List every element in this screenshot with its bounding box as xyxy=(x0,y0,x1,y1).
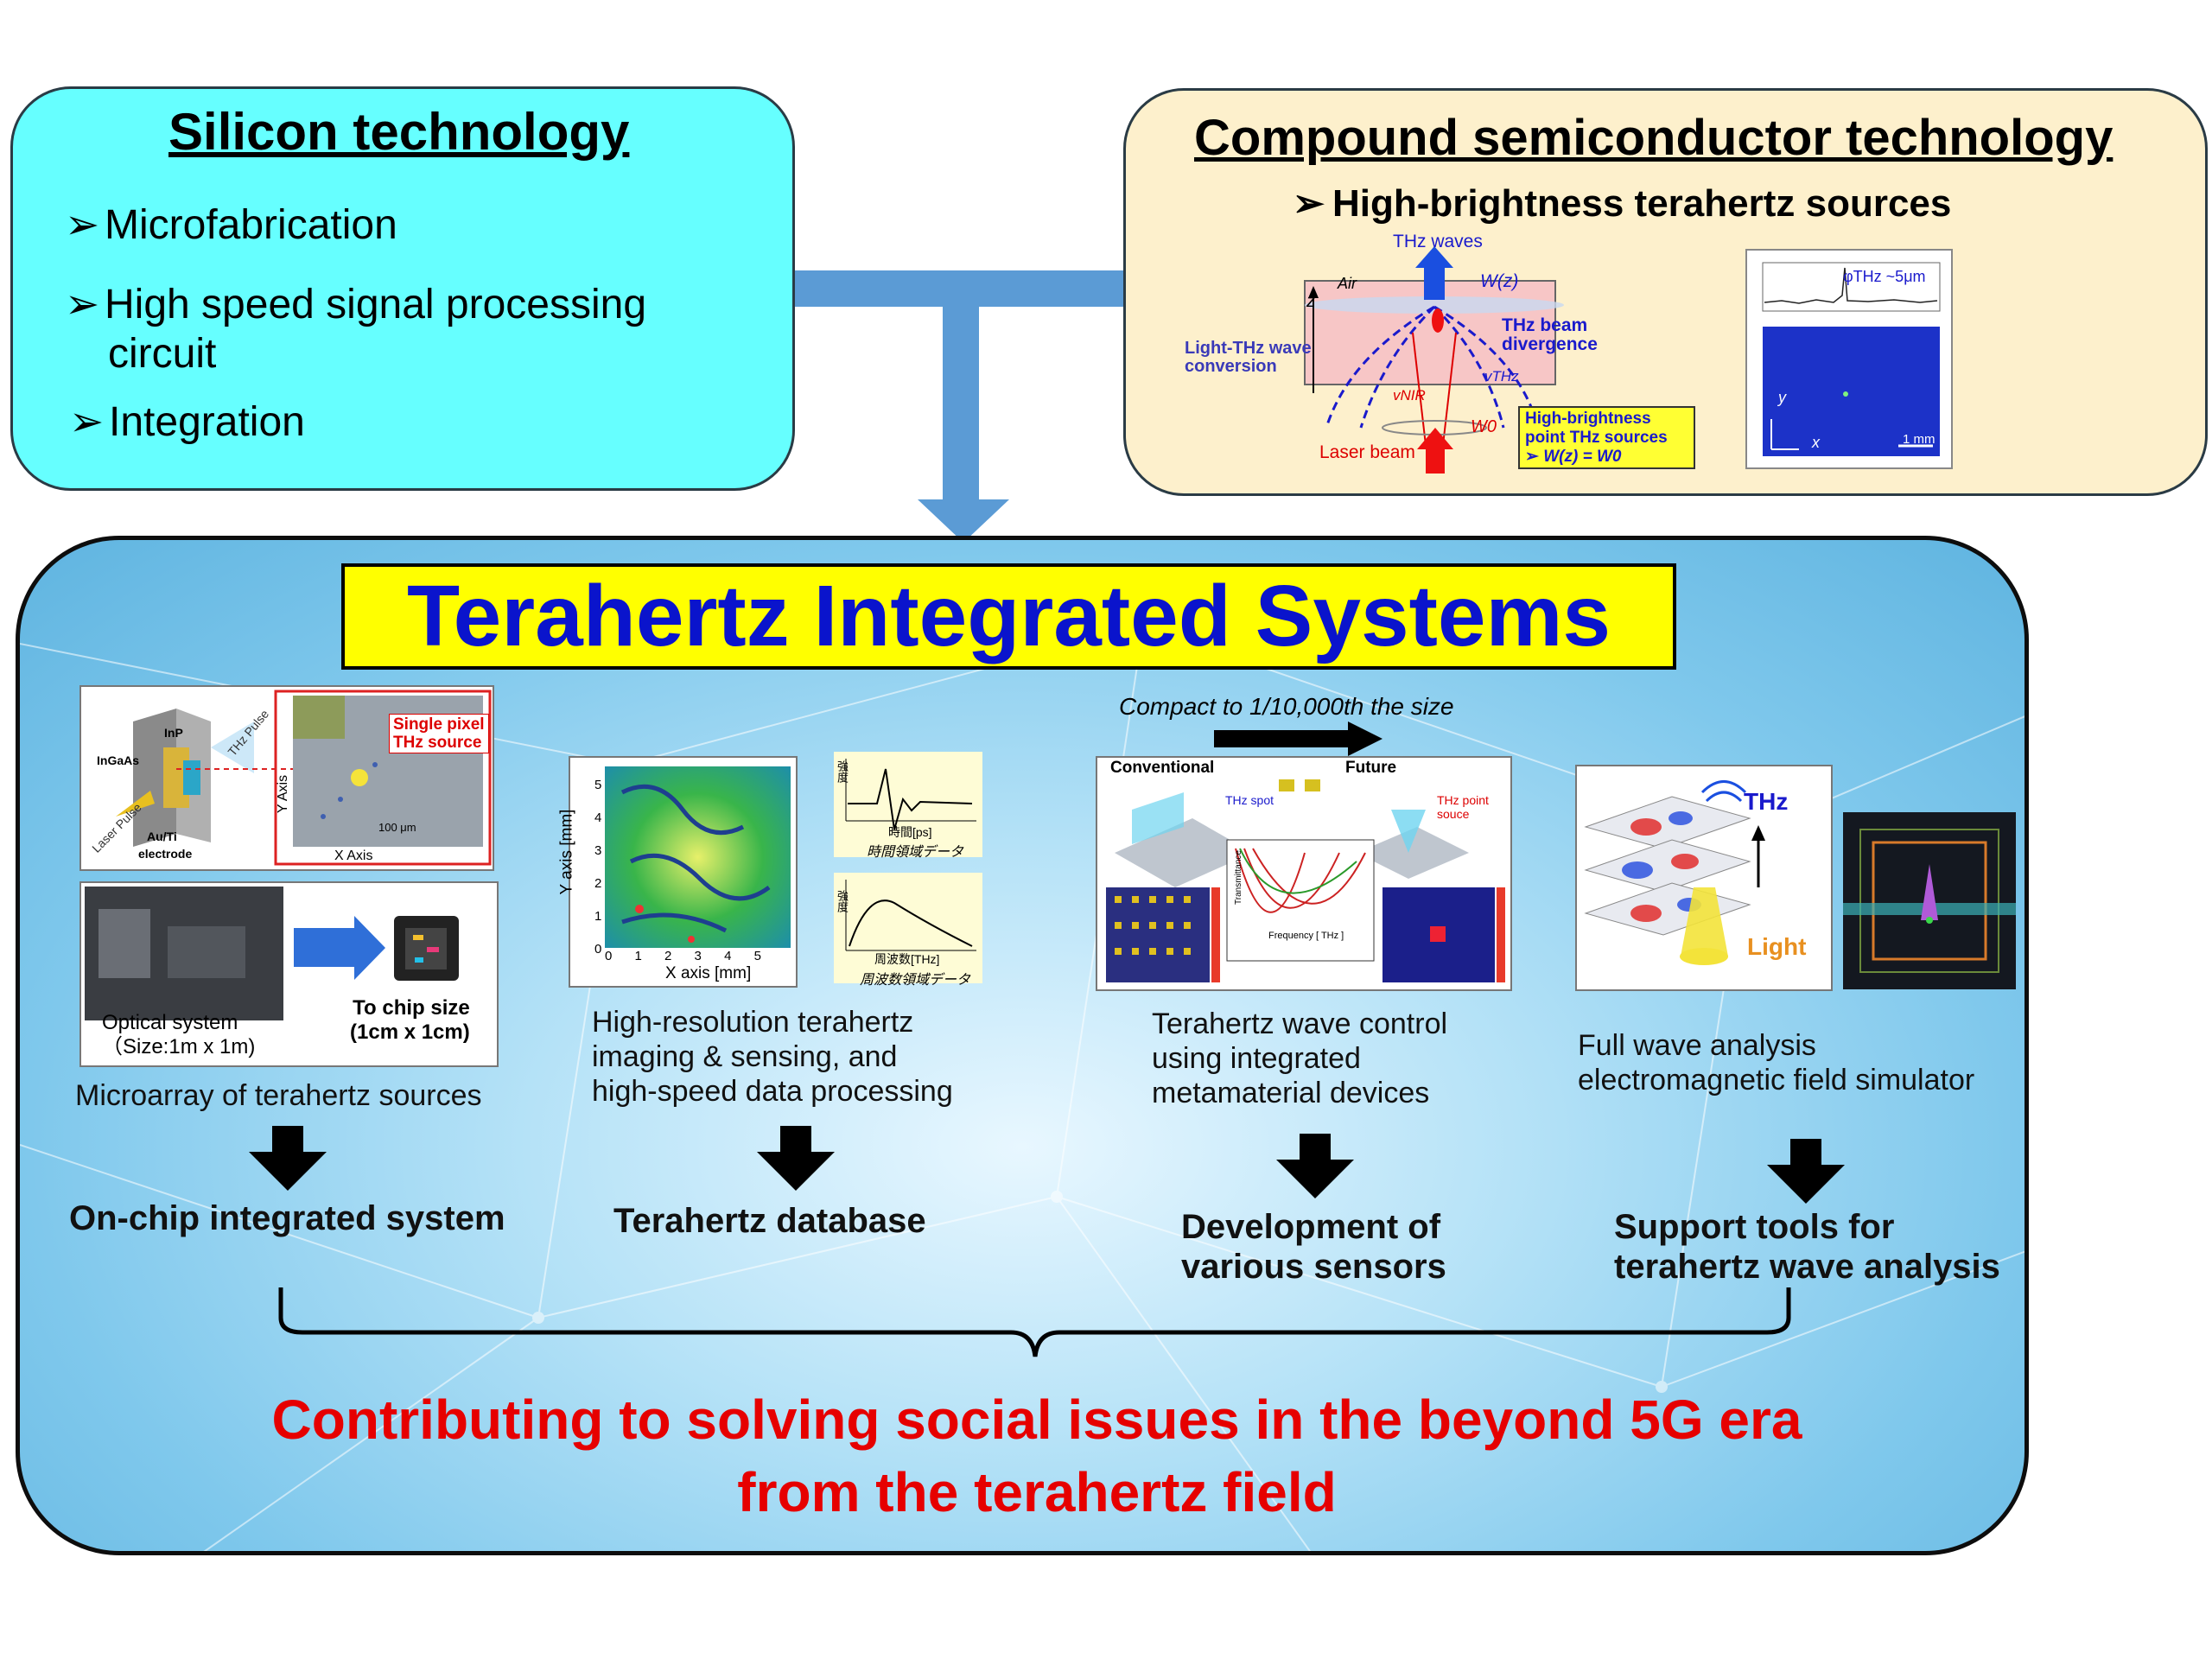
result-on-chip: On-chip integrated system xyxy=(69,1199,505,1237)
label-future: Future xyxy=(1345,759,1397,777)
optical-system-to-chip xyxy=(85,887,459,1020)
conclusion-line-2: from the terahertz field xyxy=(737,1461,1337,1523)
label-thz: THz xyxy=(1744,788,1789,815)
label-x-axis-mm: X axis [mm] xyxy=(665,964,752,982)
arrow-bullet-icon: ➢ xyxy=(69,399,105,445)
label-to-chip-size: To chip size(1cm x 1cm) xyxy=(350,996,470,1044)
optical-system-figure xyxy=(79,881,499,1067)
bullet-signal-processing-cont: circuit xyxy=(108,331,217,377)
silicon-title: Silicon technology xyxy=(168,103,630,161)
label-frequency-axis: Frequency [ THz ] xyxy=(1268,931,1344,941)
caption-microarray: Microarray of terahertz sources xyxy=(75,1079,482,1112)
compact-arrow xyxy=(1214,721,1382,756)
simulation-grid-figure xyxy=(1843,812,2016,989)
label-freq-domain: 周波数領域データ xyxy=(860,973,971,988)
label-z: z xyxy=(1306,292,1315,311)
bullet-high-brightness: ➢High-brightness terahertz sources xyxy=(1293,182,1952,225)
label-wz: W(z) xyxy=(1480,271,1519,291)
thz-spot-measurement xyxy=(1745,249,1953,469)
x-ticks: 0 1 2 3 4 5 xyxy=(605,949,761,963)
label-w0: W0 xyxy=(1471,417,1497,436)
label-light: Light xyxy=(1747,933,1807,960)
high-brightness-label-box: High-brightness point THz sources ➢ W(z)… xyxy=(1518,406,1695,469)
arrow-bullet-icon: ➢ xyxy=(65,202,100,248)
thz-source-diagram xyxy=(1304,246,1564,474)
single-pixel-figure xyxy=(79,685,494,871)
label-optical-system: Optical system（Size:1m x 1m) xyxy=(102,1011,256,1058)
em-field-layers xyxy=(1584,780,1765,965)
label-time-axis: 時間[ps] xyxy=(888,825,932,839)
compound-title: Compound semiconductor technology xyxy=(1194,110,2113,166)
result-database: Terahertz database xyxy=(613,1202,926,1240)
imaging-heatmap xyxy=(605,766,791,948)
label-spot-size: φTHz ~5μm xyxy=(1843,268,1926,285)
label-thz-spot: THz spot xyxy=(1225,793,1274,807)
label-x-axis: X Axis xyxy=(334,849,373,863)
arrow-bullet-icon: ➢ xyxy=(65,282,100,327)
label-y-axis: Y Axis xyxy=(276,774,291,814)
label-scale-100um: 100 μm xyxy=(378,821,416,834)
label-transmittance-axis: Transmittance xyxy=(1233,850,1243,905)
label-intensity-1: 強度 xyxy=(836,760,849,783)
silicon-technology-box xyxy=(10,86,795,491)
down-arrow-icon xyxy=(757,1126,835,1191)
thz-imaging-figure xyxy=(569,756,798,988)
label-conventional: Conventional xyxy=(1110,759,1215,777)
brace xyxy=(278,1287,1791,1357)
down-arrow-icon xyxy=(249,1126,327,1191)
time-domain-plot xyxy=(834,752,982,857)
bullet-microfabrication: ➢Microfabrication xyxy=(65,202,397,248)
bullet-integration: ➢Integration xyxy=(69,399,305,445)
label-air: Air xyxy=(1338,275,1357,292)
label-axis-y: y xyxy=(1778,389,1786,406)
label-axis-x: x xyxy=(1812,434,1820,451)
em-simulation-figure xyxy=(1575,765,1833,991)
freq-domain-plot xyxy=(834,873,982,983)
label-compact: Compact to 1/10,000th the size xyxy=(1119,693,1454,720)
down-arrow-icon xyxy=(1767,1139,1845,1204)
spot-profile-plot xyxy=(1762,262,1941,456)
label-intensity-2: 強度 xyxy=(836,890,849,912)
label-laser-beam: Laser beam xyxy=(1319,442,1415,462)
label-y-axis-mm: Y axis [mm] xyxy=(557,809,576,895)
down-arrow-icon xyxy=(1276,1134,1354,1198)
metamaterial-illustration xyxy=(1106,779,1505,982)
label-thz-waves: THz waves xyxy=(1393,232,1483,251)
metamaterial-figure xyxy=(1096,756,1512,991)
banner-title: Terahertz Integrated Systems xyxy=(406,568,1611,664)
label-electrode: electrode xyxy=(138,847,193,861)
label-v-thz: vTHz xyxy=(1484,368,1519,385)
label-au-ti: Au/Ti xyxy=(147,830,177,843)
banner-box xyxy=(341,563,1676,670)
arrow-bullet-icon: ➢ xyxy=(1293,182,1325,225)
bullet-signal-processing: ➢High speed signal processing xyxy=(65,282,647,327)
label-time-domain: 時間領域データ xyxy=(867,845,964,860)
conclusion-line-1: Contributing to solving social issues in… xyxy=(271,1389,1802,1451)
label-inp: InP xyxy=(164,726,183,740)
label-freq-axis: 周波数[THz] xyxy=(874,952,940,966)
label-ingaas: InGaAs xyxy=(97,753,140,767)
label-scale-1mm: 1 mm xyxy=(1903,432,1936,447)
label-v-nir: vNIR xyxy=(1393,387,1426,404)
